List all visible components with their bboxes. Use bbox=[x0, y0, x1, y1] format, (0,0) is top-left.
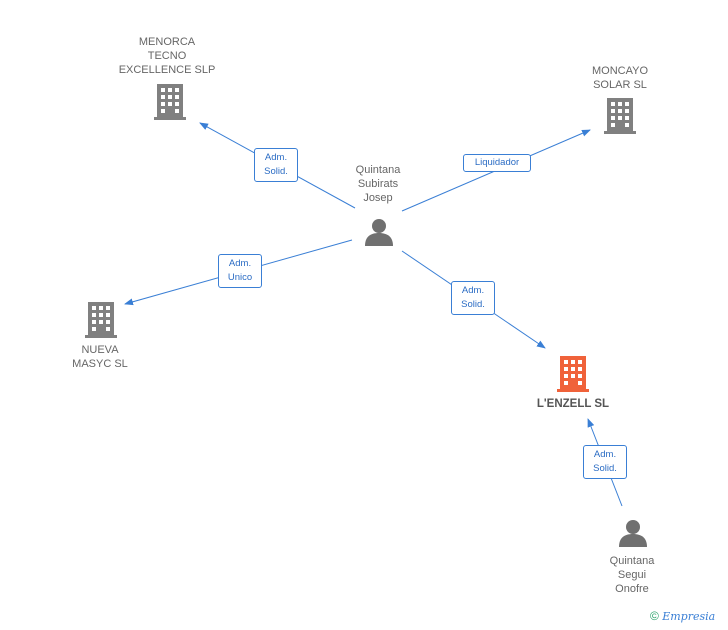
edge-label-josep-nueva[interactable]: Adm. Unico bbox=[218, 254, 262, 288]
person-icon[interactable] bbox=[618, 519, 648, 547]
person-icon[interactable] bbox=[364, 218, 394, 246]
copyright-icon: © bbox=[650, 609, 659, 623]
node-label-moncayo[interactable]: MONCAYO SOLAR SL bbox=[591, 65, 649, 91]
edge-label-onofre-lenzell[interactable]: Adm. Solid. bbox=[583, 445, 627, 479]
building-icon[interactable] bbox=[604, 98, 636, 134]
node-label-nueva[interactable]: NUEVA MASYC SL bbox=[72, 344, 128, 370]
edge-label-josep-lenzell[interactable]: Adm. Solid. bbox=[451, 281, 495, 315]
node-label-menorca[interactable]: MENORCA TECNO EXCELLENCE SLP bbox=[118, 36, 216, 76]
node-label-lenzell[interactable]: L'ENZELL SL bbox=[536, 398, 610, 410]
edge-label-josep-moncayo[interactable]: Liquidador bbox=[463, 154, 531, 172]
building-icon[interactable] bbox=[154, 84, 186, 120]
edge-label-josep-menorca[interactable]: Adm. Solid. bbox=[254, 148, 298, 182]
brand-logo[interactable]: Empresia bbox=[662, 610, 716, 623]
footer-credit: © Empresia bbox=[650, 609, 715, 623]
node-label-onofre[interactable]: Quintana Segui Onofre bbox=[609, 555, 655, 595]
building-icon[interactable] bbox=[85, 302, 117, 338]
node-label-josep[interactable]: Quintana Subirats Josep bbox=[355, 164, 401, 204]
building-icon[interactable] bbox=[557, 356, 589, 392]
